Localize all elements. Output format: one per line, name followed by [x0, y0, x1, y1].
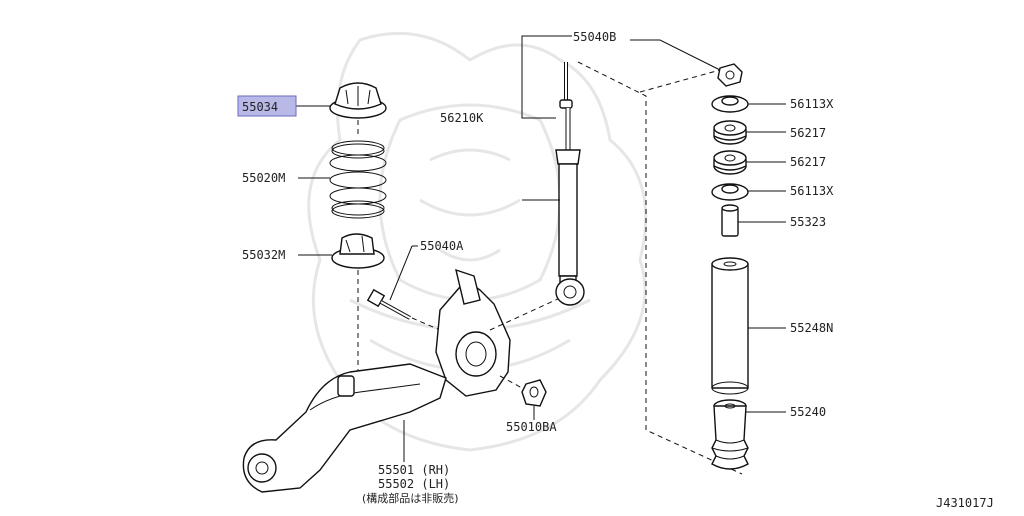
label-56113X-top[interactable]: 56113X [790, 97, 834, 111]
collar-55323[interactable] [721, 204, 739, 237]
label-55248N[interactable]: 55248N [790, 321, 833, 335]
leader-line [389, 245, 413, 301]
label-55032M[interactable]: 55032M [242, 248, 285, 262]
bound-bumper-55240[interactable] [711, 399, 749, 470]
label-56217-lower[interactable]: 56217 [790, 155, 826, 169]
label-55040B[interactable]: 55040B [573, 30, 616, 44]
label-55034[interactable]: 55034 [242, 100, 278, 114]
lower-arm-55501-55502[interactable] [242, 363, 447, 493]
left-leaders [296, 105, 332, 256]
highlight-box [237, 95, 297, 117]
knuckle[interactable] [435, 268, 511, 397]
note-not-sold-separately: (構成部品は非販売) [362, 491, 459, 505]
label-55040A[interactable]: 55040A [420, 239, 464, 253]
lower-seat-55032M[interactable] [331, 233, 385, 269]
label-55010BA[interactable]: 55010BA [506, 420, 557, 434]
label-55323[interactable]: 55323 [790, 215, 826, 229]
shock-absorber-56210K[interactable] [555, 62, 585, 306]
coil-spring-55020M[interactable] [329, 140, 387, 219]
nut-55040B[interactable] [717, 63, 743, 87]
guide-line [489, 297, 561, 331]
bushing-56217-upper[interactable] [713, 120, 747, 145]
washer-56113X-bottom[interactable] [711, 183, 749, 201]
guide-line [499, 375, 523, 389]
assembly-boundary [577, 61, 743, 475]
bump-seat-55034[interactable] [329, 82, 387, 119]
label-55240[interactable]: 55240 [790, 405, 826, 419]
label-56113X-bottom[interactable]: 56113X [790, 184, 834, 198]
leader-bracket [521, 35, 572, 119]
label-56210K[interactable]: 56210K [440, 111, 484, 125]
right-leaders [738, 103, 786, 413]
bolt-55040A[interactable] [366, 288, 411, 320]
label-55020M[interactable]: 55020M [242, 171, 285, 185]
label-55501[interactable]: 55501 (RH) [378, 463, 450, 477]
leader-line [630, 39, 721, 71]
label-55502[interactable]: 55502 (LH) [378, 477, 450, 491]
nut-55010BA[interactable] [521, 379, 547, 407]
washer-56113X-top[interactable] [711, 95, 749, 113]
dust-cover-55248N[interactable] [711, 257, 749, 395]
bushing-56217-lower[interactable] [713, 150, 747, 175]
diagram-code: J431017J [936, 496, 994, 510]
label-56217-upper[interactable]: 56217 [790, 126, 826, 140]
